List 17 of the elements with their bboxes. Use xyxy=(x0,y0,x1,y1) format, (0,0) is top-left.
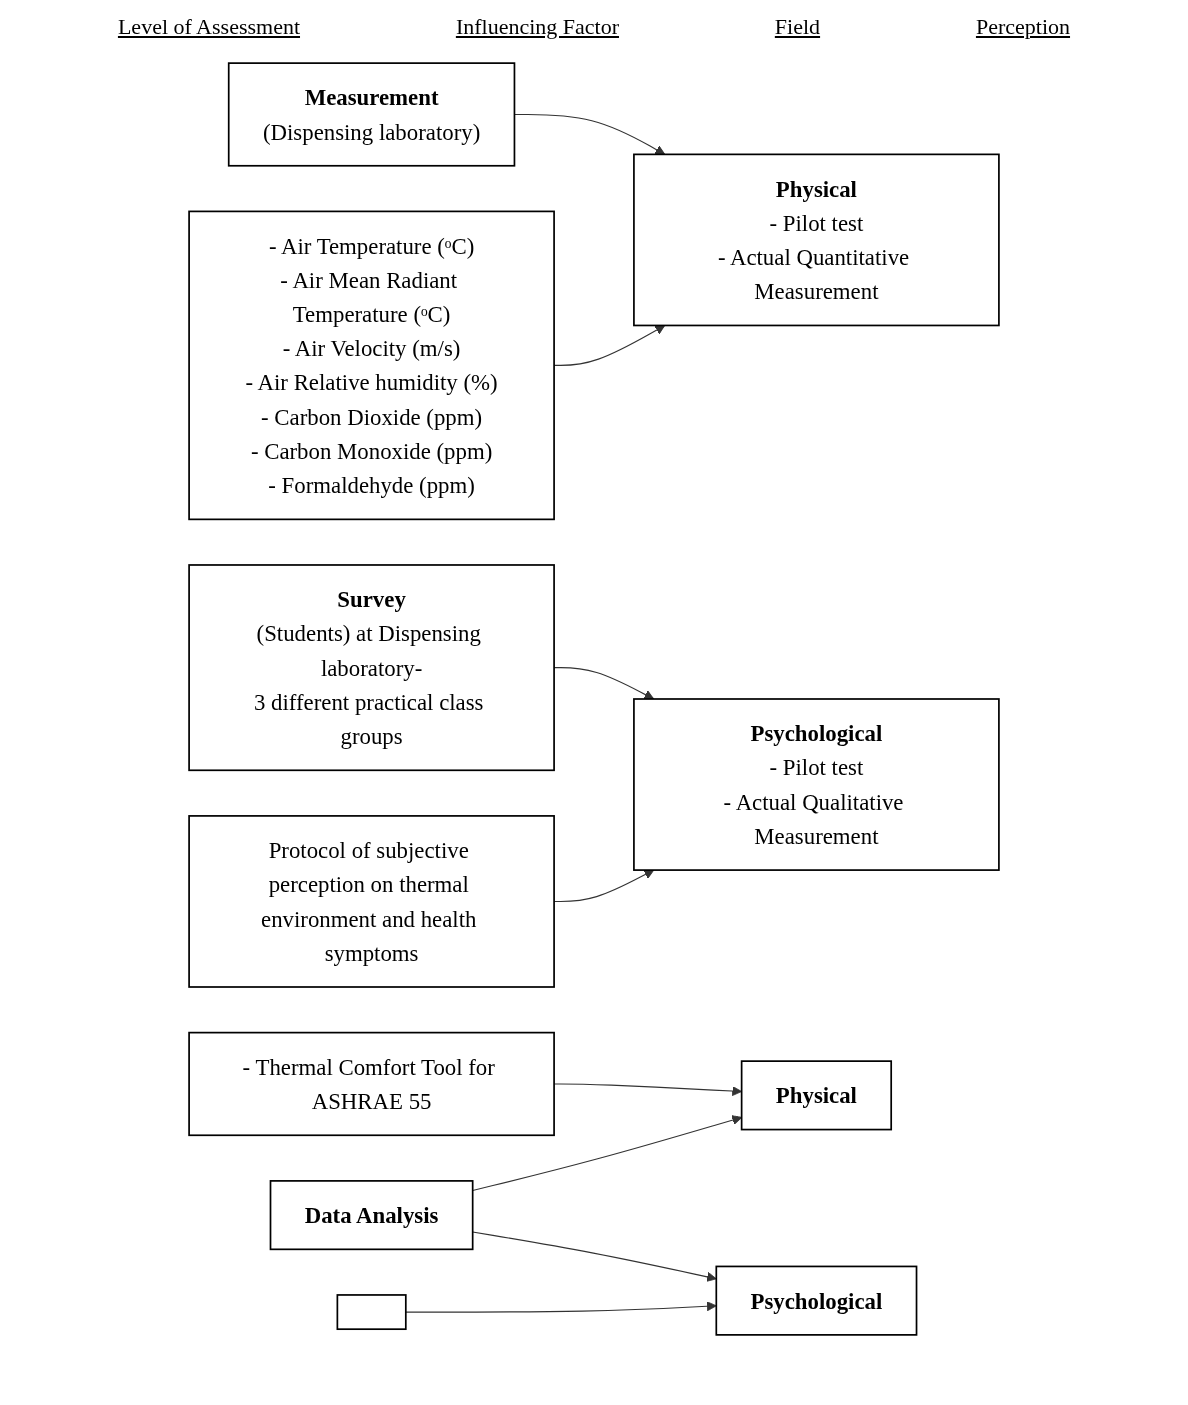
node-box: Physical xyxy=(740,1060,893,1131)
arrow xyxy=(472,1231,717,1282)
column-heading: Field xyxy=(774,14,821,40)
node-box: Psychological - Pilot test - Actual Qualitative Measurement xyxy=(633,698,1000,871)
node-box: - Air Temperature (ᵒC) - Air Mean Radiant Temperature (ᵒC) - Air Velocity (m/s) - Air Relative humidity (%) - Carbon Dioxide (ppm) - Carbon Monoxide (ppm) - Formaldehyde (ppm) xyxy=(188,210,555,521)
column-heading: Level of Assessment xyxy=(117,14,300,40)
arrow xyxy=(405,1301,717,1313)
node-box: - Thermal Comfort Tool for ASHRAE 55 xyxy=(188,1031,555,1137)
node-box: Protocol of subjective perception on thermal environment and health symptoms xyxy=(188,815,555,988)
column-heading: Influencing Factor xyxy=(455,14,619,40)
node-box: Psychological xyxy=(715,1265,918,1336)
node-box: Measurement (Dispensing laboratory) xyxy=(227,62,516,167)
node-box xyxy=(336,1294,407,1331)
node-box: Survey (Students) at Dispensing laboratory- 3 different practical class groups xyxy=(188,564,555,772)
node-box: Physical - Pilot test - Actual Quantitative Measurement xyxy=(633,153,1000,327)
column-heading: Perception xyxy=(975,14,1071,40)
node-box: Data Analysis xyxy=(269,1180,474,1251)
